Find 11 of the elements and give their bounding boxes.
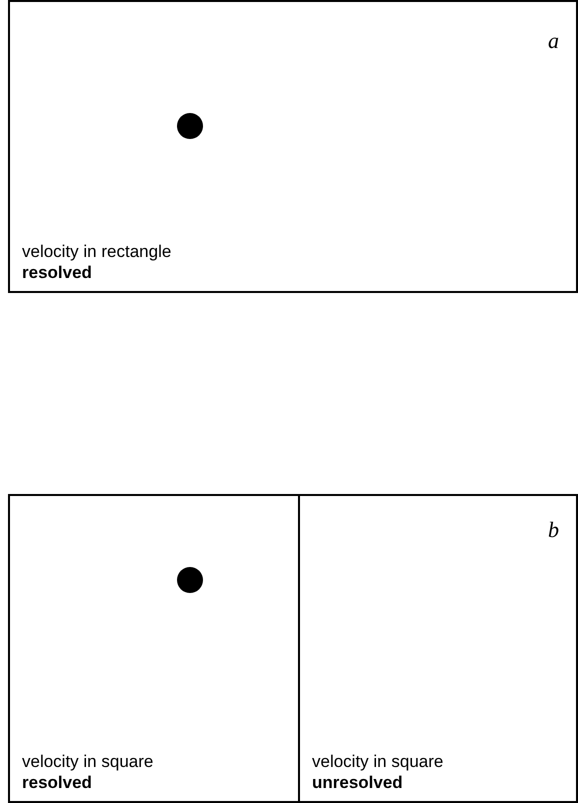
panel-letter: a (548, 28, 559, 54)
status-label: unresolved (312, 772, 403, 793)
panel (298, 494, 578, 803)
panel (8, 0, 578, 293)
status-label: resolved (22, 772, 92, 793)
panel-letter: b (548, 517, 559, 543)
panel-caption: velocity in square (312, 751, 444, 772)
status-label: resolved (22, 262, 92, 283)
panel-caption: velocity in square (22, 751, 154, 772)
panel (8, 494, 300, 803)
panel-caption: velocity in rectangle (22, 241, 172, 262)
